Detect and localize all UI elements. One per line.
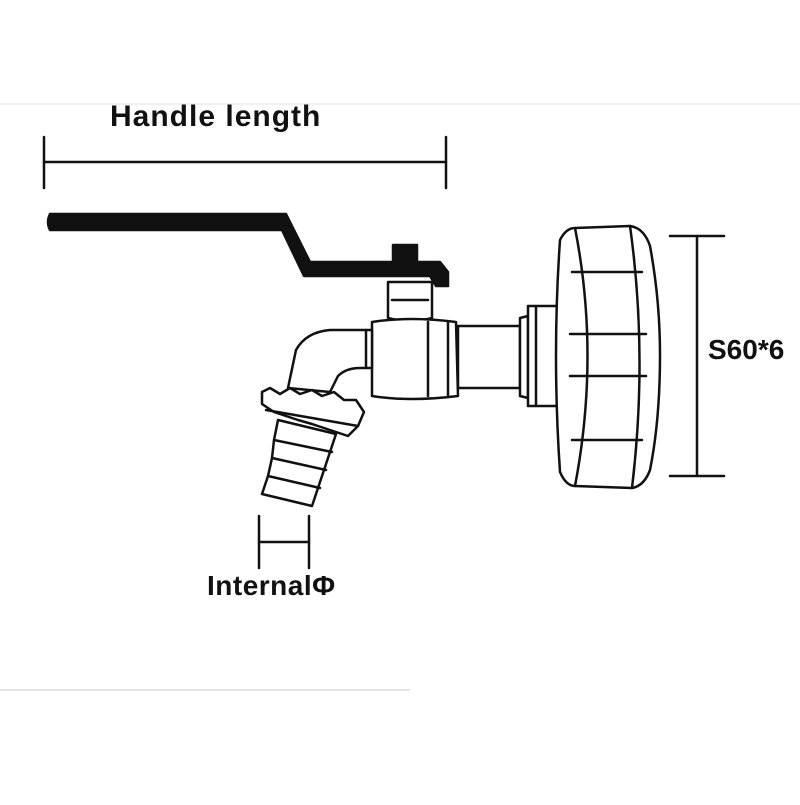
stem-nut <box>391 243 419 267</box>
handle-length-dimension <box>42 135 448 190</box>
thread-size-dimension <box>668 234 726 478</box>
spout-elbow <box>286 328 374 394</box>
handle-lever <box>46 212 450 288</box>
handle-length-label: Handle length <box>110 100 322 133</box>
internal-diameter-dimension <box>257 514 311 570</box>
thread-cap <box>554 224 662 490</box>
internal-diameter-label: InternalΦ <box>207 570 336 601</box>
coupling-nut <box>260 386 366 438</box>
connecting-pipe <box>456 324 522 390</box>
valve-body <box>370 317 460 401</box>
valve-neck <box>386 280 434 323</box>
thread-size-label: S60*6 <box>708 334 785 365</box>
